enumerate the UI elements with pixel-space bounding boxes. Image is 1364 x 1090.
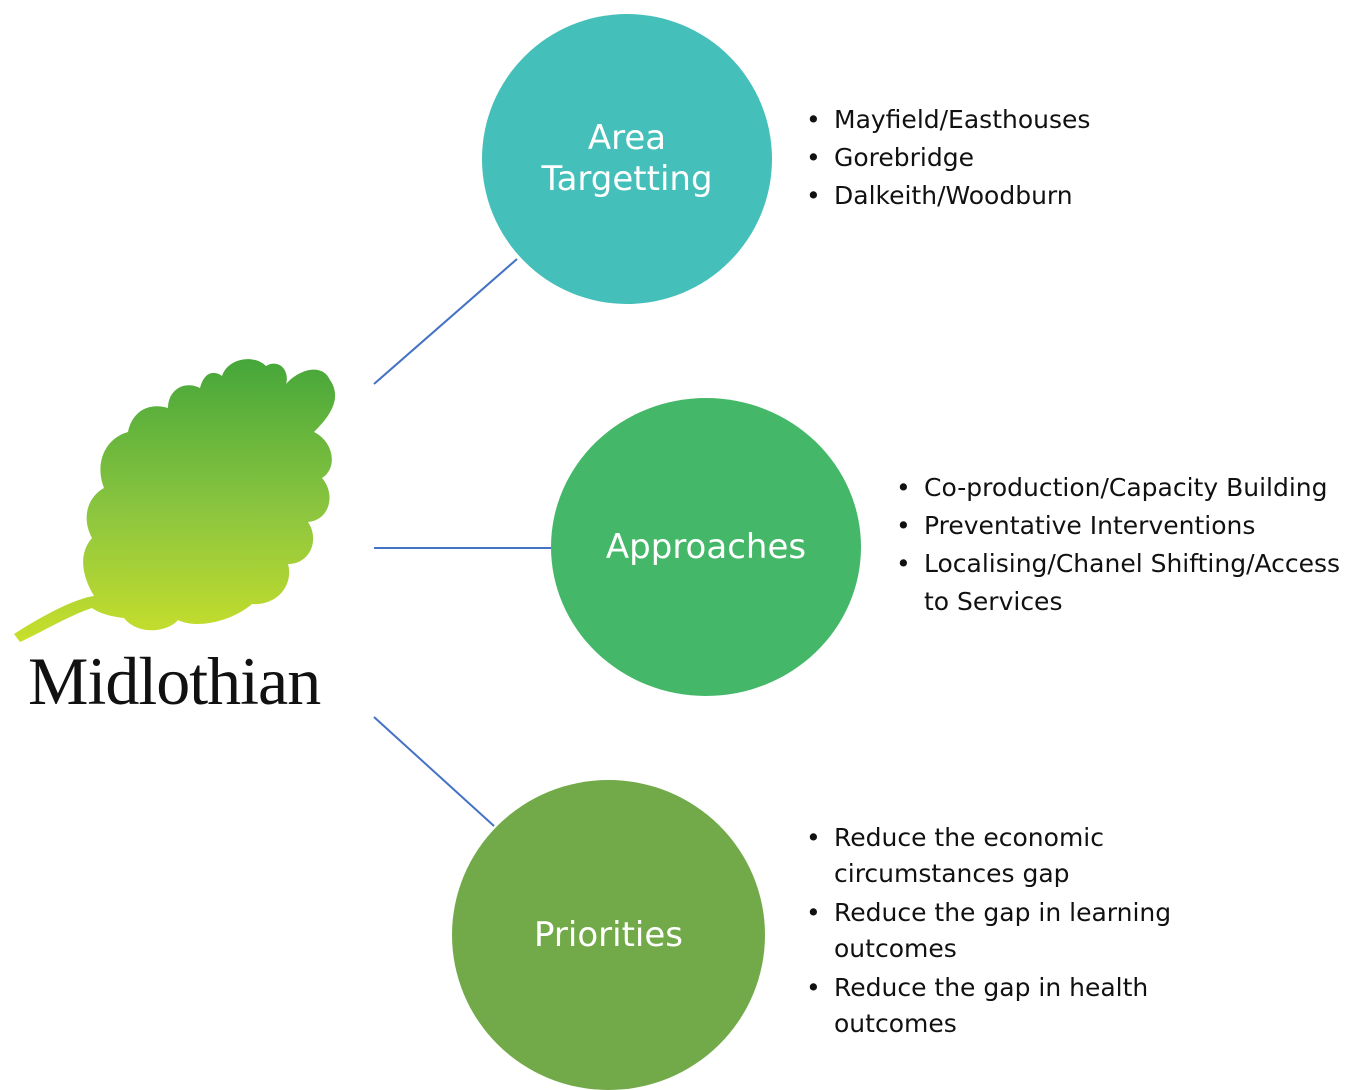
node-priorities: Priorities [452,780,765,1090]
list-item: Localising/Chanel Shifting/Access to Ser… [896,545,1356,621]
list-item: Reduce the gap in health outcomes [806,970,1226,1042]
list-item: Gorebridge [806,139,1286,177]
list-item: Mayfield/Easthouses [806,101,1286,139]
midlothian-logo: Midlothian [8,350,358,730]
area-targetting-list: Mayfield/Easthouses Gorebridge Dalkeith/… [806,101,1286,215]
list-item: Reduce the gap in learning outcomes [806,895,1226,967]
approaches-list: Co-production/Capacity Building Preventa… [896,469,1356,621]
list-item: Co-production/Capacity Building [896,469,1356,507]
node-label: Area Targetting [541,118,713,199]
list-item: Dalkeith/Woodburn [806,177,1286,215]
oak-leaf-icon [14,359,336,642]
connector-priorities [373,716,495,827]
priorities-list: Reduce the economic circumstances gap Re… [806,820,1226,1045]
logo-wordmark: Midlothian [28,643,321,719]
node-approaches: Approaches [551,398,861,696]
list-item: Reduce the economic circumstances gap [806,820,1226,892]
connector-area [373,258,518,385]
node-label: Priorities [534,914,683,955]
node-area-targetting: Area Targetting [482,14,772,304]
list-item: Preventative Interventions [896,507,1356,545]
node-label: Approaches [605,526,807,567]
